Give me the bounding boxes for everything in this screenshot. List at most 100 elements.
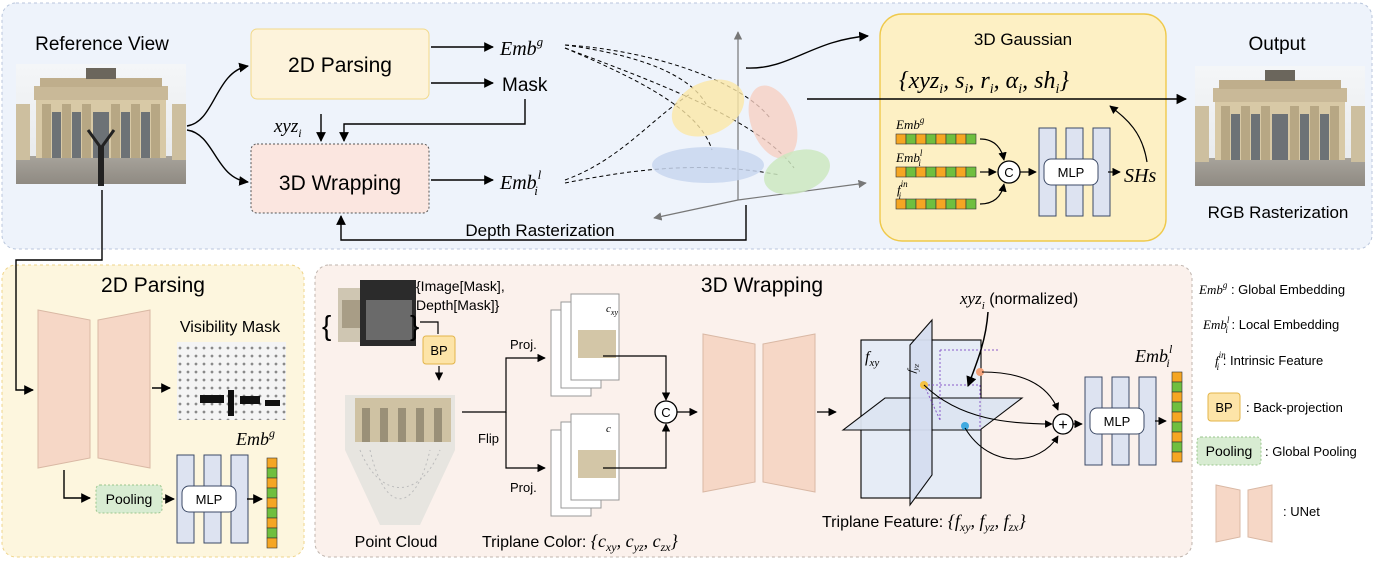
embedding-cell xyxy=(955,166,967,178)
gauss-emb-g-strip xyxy=(895,133,977,145)
embedding-cell xyxy=(965,198,977,210)
legend-emb-g: Embg : Global Embedding xyxy=(1198,280,1345,297)
box-2d-parsing-label: 2D Parsing xyxy=(288,54,392,77)
embedding-cell xyxy=(266,507,278,519)
input-line1: {Image[Mask], xyxy=(416,278,505,294)
box-3d-wrapping xyxy=(250,143,430,214)
svg-text:Pooling: Pooling xyxy=(106,491,153,507)
embedding-cell xyxy=(895,198,907,210)
svg-text:BP: BP xyxy=(1215,400,1232,415)
depth-rasterization-label: Depth Rasterization xyxy=(465,221,614,240)
parsing-unet-icon xyxy=(37,309,151,469)
xyz-normalized-label: xyzi (normalized) xyxy=(959,289,1078,312)
embedding-cell xyxy=(266,517,278,529)
embedding-cell xyxy=(895,133,907,145)
parsing-emb-strip xyxy=(266,457,278,549)
legend-pooling-desc: : Global Pooling xyxy=(1265,444,1357,459)
embedding-cell xyxy=(266,457,278,469)
embedding-cell xyxy=(925,133,937,145)
triplane-color-label: Triplane Color: {cxy, cyz, czx} xyxy=(482,531,679,554)
embedding-cell xyxy=(945,166,957,178)
gauss-emb-g: Embg xyxy=(895,115,925,132)
parsing-panel-title: 2D Parsing xyxy=(101,274,205,297)
embedding-cell xyxy=(905,198,917,210)
embedding-cell xyxy=(1171,421,1183,433)
top-mask-label: Mask xyxy=(502,75,548,96)
f-xy-label: fxy xyxy=(865,349,879,369)
embedding-cell xyxy=(935,133,947,145)
svg-text:C: C xyxy=(1004,165,1013,180)
c-xy-label: cxy xyxy=(606,303,618,317)
svg-text:C: C xyxy=(661,405,670,420)
input-images xyxy=(338,280,416,346)
output-image xyxy=(1195,66,1365,186)
embedding-cell xyxy=(925,166,937,178)
proj-bottom-label: Proj. xyxy=(510,480,537,495)
parsing-pooling xyxy=(95,484,163,514)
parsing-mlp: MLP xyxy=(176,454,249,544)
visibility-mask-image xyxy=(177,342,286,420)
embedding-cell xyxy=(935,198,947,210)
output-title: Output xyxy=(1248,34,1306,55)
svg-text:MLP: MLP xyxy=(1058,165,1085,180)
triplane-color-bottom xyxy=(550,413,620,517)
top-xyz-i: xyzi xyxy=(273,116,302,140)
gaussian-ellipses xyxy=(652,31,867,221)
input-brace-close: } xyxy=(410,310,419,341)
legend-unet-desc: : UNet xyxy=(1283,504,1320,519)
gaussian-params: {xyzi, si, ri, αi, shi} xyxy=(899,68,1069,97)
embedding-cell xyxy=(1171,441,1183,453)
embedding-cell xyxy=(1171,411,1183,423)
embedding-cell xyxy=(266,467,278,479)
embedding-cell xyxy=(1171,381,1183,393)
embedding-cell xyxy=(955,198,967,210)
embedding-cell xyxy=(1171,371,1183,383)
embedding-cell xyxy=(905,166,917,178)
svg-text:MLP: MLP xyxy=(1104,414,1131,429)
embedding-cell xyxy=(945,133,957,145)
point-cloud-image xyxy=(345,395,455,525)
embedding-cell xyxy=(266,537,278,549)
svg-text:BP: BP xyxy=(430,343,447,358)
embedding-cell xyxy=(266,487,278,499)
visibility-mask-label: Visibility Mask xyxy=(180,319,281,336)
embedding-cell xyxy=(266,527,278,539)
embedding-cell xyxy=(1171,401,1183,413)
shs-label: SHs xyxy=(1124,165,1156,187)
flip-label: Flip xyxy=(478,431,499,446)
gauss-emb-l-strip xyxy=(895,166,977,178)
wrapping-panel-title: 3D Wrapping xyxy=(701,274,823,297)
embedding-cell xyxy=(1171,451,1183,463)
embedding-cell xyxy=(266,497,278,509)
legend-bp-desc: : Back-projection xyxy=(1246,400,1343,415)
reference-view-image xyxy=(16,64,186,186)
input-line2: Depth[Mask]} xyxy=(416,297,500,313)
wrapping-mlp: MLP xyxy=(1084,376,1157,466)
legend-bp-box xyxy=(1207,392,1241,422)
embedding-cell xyxy=(915,198,927,210)
embedding-cell xyxy=(915,166,927,178)
c-bottom-label: c xyxy=(606,423,611,435)
legend-unet-icon xyxy=(1215,484,1273,543)
embedding-cell xyxy=(945,198,957,210)
embedding-cell xyxy=(1171,431,1183,443)
box-2d-parsing xyxy=(250,28,430,100)
triplane-color-top xyxy=(550,293,620,397)
svg-text:+: + xyxy=(1058,417,1067,434)
gauss-f-in-strip xyxy=(895,198,977,210)
input-brace-open: { xyxy=(322,310,331,341)
wrapping-emb-out-strip xyxy=(1171,371,1183,463)
gaussian-title: 3D Gaussian xyxy=(974,30,1072,49)
embedding-cell xyxy=(965,166,977,178)
rgb-rasterization-label: RGB Rasterization xyxy=(1208,203,1349,222)
svg-text:MLP: MLP xyxy=(196,492,223,507)
point-cloud-label: Point Cloud xyxy=(355,534,438,551)
